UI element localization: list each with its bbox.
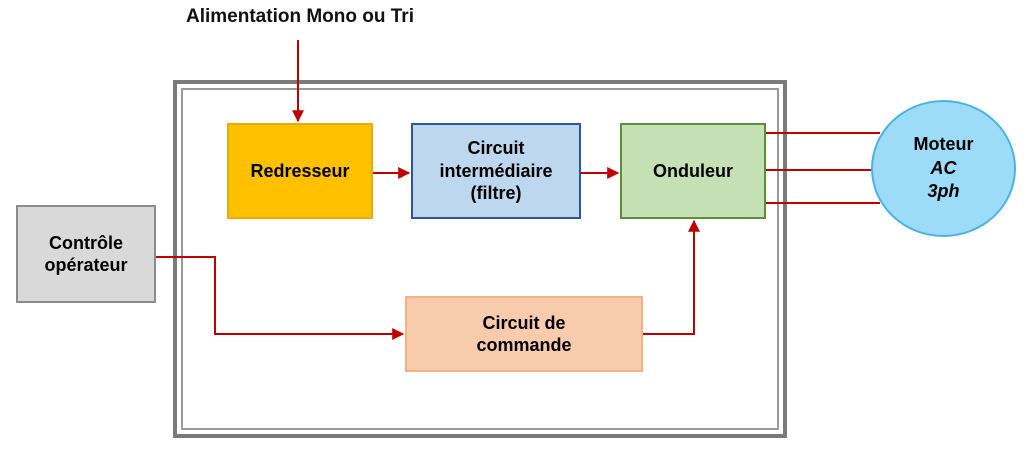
- command-to-inverter-wire: [643, 219, 700, 335]
- command-circuit-block: Circuit de commande: [405, 296, 643, 372]
- intermediate-circuit-label: Circuit intermédiaire (filtre): [439, 138, 553, 204]
- drive-enclosure-inner: [181, 88, 779, 430]
- rectifier-block: Redresseur: [227, 123, 373, 219]
- motor-type-label: AC: [930, 157, 957, 178]
- command-circuit-label: Circuit de commande: [476, 312, 572, 356]
- supply-label: Alimentation Mono ou Tri: [186, 6, 414, 27]
- rectifier-label: Redresseur: [250, 160, 350, 181]
- motor-circle: Moteur AC 3ph: [871, 100, 1016, 237]
- intermediate-circuit-block: Circuit intermédiaire (filtre): [411, 123, 581, 219]
- operator-control-block: Contrôle opérateur: [16, 205, 156, 303]
- operator-to-command-wire: [156, 256, 405, 340]
- motor-label: Moteur: [913, 134, 974, 155]
- motor-phase-label: 3ph: [927, 181, 960, 202]
- inverter-label: Onduleur: [653, 160, 733, 181]
- inverter-block: Onduleur: [620, 123, 766, 219]
- operator-control-label: Contrôle opérateur: [44, 232, 128, 276]
